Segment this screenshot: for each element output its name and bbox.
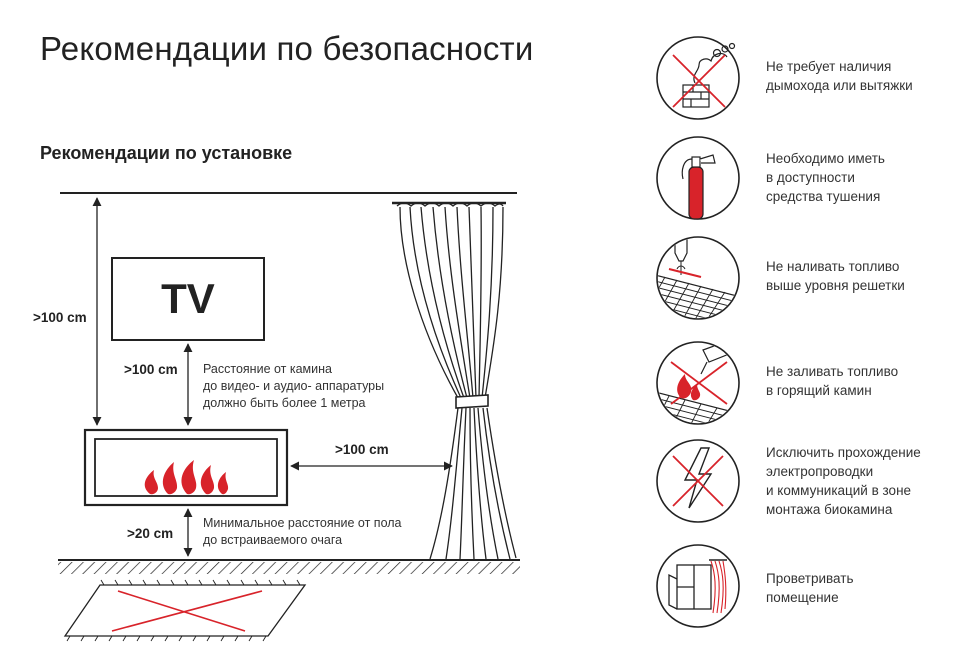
rule-no-wiring: Исключить прохождение электропроводки и … xyxy=(655,438,955,528)
rug-forbidden xyxy=(63,579,307,642)
installation-diagram xyxy=(58,192,520,642)
floor-distance-note: Минимальное расстояние от пола до встраи… xyxy=(203,516,402,547)
rule-no-chimney: Не требует наличия дымохода или вытяжки xyxy=(655,35,955,125)
tv-frame xyxy=(111,257,265,341)
flame xyxy=(162,462,178,495)
flame xyxy=(200,465,215,495)
tv-distance-label: >100 cm xyxy=(124,362,178,377)
tv-distance-note: Расстояние от камина до видео- и аудио- … xyxy=(203,362,385,410)
no-refuel-burning-icon xyxy=(656,341,740,425)
flame xyxy=(144,470,158,495)
rule-extinguisher: Необходимо иметь в доступности средства … xyxy=(655,135,955,225)
rule-fuel-level: Не наливать топливо выше уровня решетки xyxy=(655,235,955,325)
fuel-level-icon xyxy=(656,236,740,320)
tv-label: TV xyxy=(161,275,215,322)
flame xyxy=(217,472,229,495)
no-chimney-icon xyxy=(656,36,740,120)
page-title: Рекомендации по безопасности xyxy=(40,30,534,67)
curtain xyxy=(392,201,517,560)
fire-extinguisher-icon xyxy=(656,136,740,220)
side-distance-label: >100 cm xyxy=(335,442,389,457)
rule-ventilate: Проветривать помещение xyxy=(655,543,955,633)
floor-hatching xyxy=(58,562,520,574)
ceiling-distance-label: >100 cm xyxy=(33,310,87,325)
ventilate-icon xyxy=(656,544,740,628)
section-subtitle: Рекомендации по установке xyxy=(40,143,293,163)
floor-distance-label: >20 cm xyxy=(127,526,174,541)
no-wiring-icon xyxy=(656,439,740,523)
flame xyxy=(181,460,197,495)
rule-no-refuel-burning: Не заливать топливо в горящий камин xyxy=(655,340,955,430)
flame-group xyxy=(144,460,229,495)
